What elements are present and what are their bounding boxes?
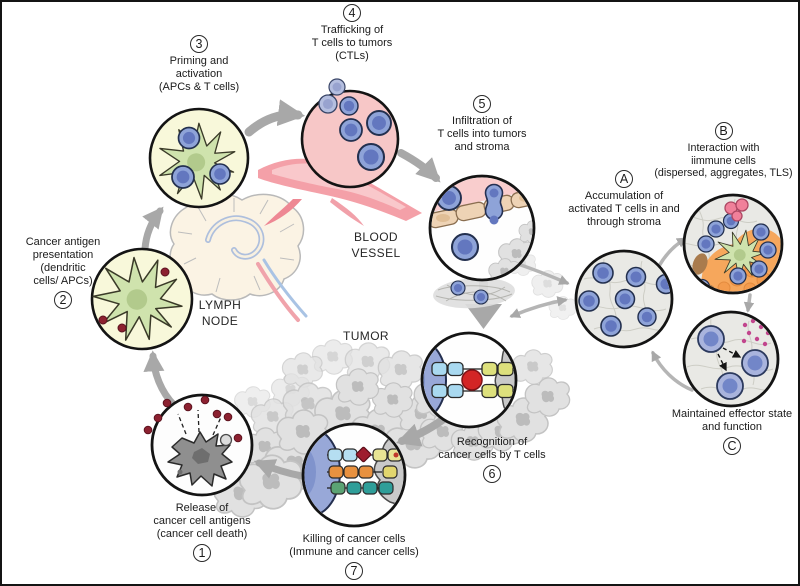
label-C: Maintained effector state and function C bbox=[652, 408, 798, 455]
label-step6: Recognition of cancer cells by T cells 6 bbox=[420, 436, 564, 483]
step3-number-badge: 3 bbox=[190, 35, 208, 53]
arrow-2-3 bbox=[141, 206, 164, 253]
circle-C bbox=[682, 310, 780, 408]
abc-arrows bbox=[509, 237, 755, 392]
C-badge: C bbox=[723, 436, 741, 455]
label-step2: Cancer antigen presentation (dendritic c… bbox=[4, 236, 122, 309]
label-A: A Accumulation of activated T cells in a… bbox=[550, 170, 698, 229]
circle-step3 bbox=[148, 107, 250, 209]
label-B: B Interaction with iimmune cells (disper… bbox=[647, 122, 798, 180]
step3-text: Priming and activation (APCs & T cells) bbox=[158, 55, 240, 93]
arrow-1-2 bbox=[143, 350, 178, 409]
step6-number-badge: 6 bbox=[483, 464, 501, 483]
step4-text: Trafficking of T cells to tumors (CTLs) bbox=[311, 24, 393, 62]
tumor-label: TUMOR bbox=[343, 329, 389, 343]
step1-number-badge: 1 bbox=[193, 543, 211, 562]
label-step7: Killing of cancer cells (Immune and canc… bbox=[274, 533, 434, 580]
circle-step7 bbox=[301, 422, 407, 528]
circle-step1 bbox=[143, 393, 254, 497]
step2-text: Cancer antigen presentation (dendritic c… bbox=[25, 236, 101, 287]
step1-text: Release of cancer cell antigens (cancer … bbox=[153, 502, 251, 540]
circle-step5 bbox=[428, 174, 536, 282]
arrow-7-1 bbox=[253, 459, 306, 480]
arrow-A-B bbox=[657, 237, 688, 268]
step2-number-badge: 2 bbox=[54, 290, 72, 309]
circle-step2 bbox=[84, 246, 194, 353]
lymph-node-label: LYMPH NODE bbox=[198, 298, 242, 328]
arrow-3-4 bbox=[244, 99, 306, 137]
label-step4: 4 Trafficking of T cells to tumors (CTLs… bbox=[285, 4, 419, 63]
step5-text: Infiltration of T cells into tumors and … bbox=[437, 115, 527, 153]
B-badge: B bbox=[714, 122, 733, 140]
B-text: Interaction with iimmune cells (disperse… bbox=[654, 142, 793, 180]
step4-number-badge: 4 bbox=[343, 4, 361, 22]
circle-step4 bbox=[300, 78, 400, 189]
blood-vessel-label: BLOOD VESSEL bbox=[351, 230, 401, 260]
step7-text: Killing of cancer cells (Immune and canc… bbox=[289, 533, 419, 558]
A-text: Accumulation of activated T cells in and… bbox=[568, 190, 680, 228]
arrow-B-C bbox=[743, 293, 755, 313]
arrow-4-5 bbox=[397, 149, 441, 183]
circle-step6 bbox=[420, 331, 518, 429]
A-badge: A bbox=[615, 170, 633, 188]
stroma-bundle bbox=[433, 277, 515, 309]
label-step1: Release of cancer cell antigens (cancer … bbox=[134, 502, 270, 562]
circle-A bbox=[574, 249, 674, 349]
step7-number-badge: 7 bbox=[345, 561, 363, 580]
label-step3: 3 Priming and activation (APCs & T cells… bbox=[132, 35, 266, 94]
arrow-6-A bbox=[509, 296, 568, 318]
step5-number-badge: 5 bbox=[473, 95, 491, 113]
cycle-arrows bbox=[141, 99, 453, 480]
arrow-C-A bbox=[651, 350, 694, 392]
C-text: Maintained effector state and function bbox=[671, 408, 793, 433]
label-step5: 5 Infiltration of T cells into tumors an… bbox=[415, 95, 549, 154]
step6-text: Recognition of cancer cells by T cells bbox=[438, 436, 546, 461]
circle-B bbox=[682, 193, 784, 295]
